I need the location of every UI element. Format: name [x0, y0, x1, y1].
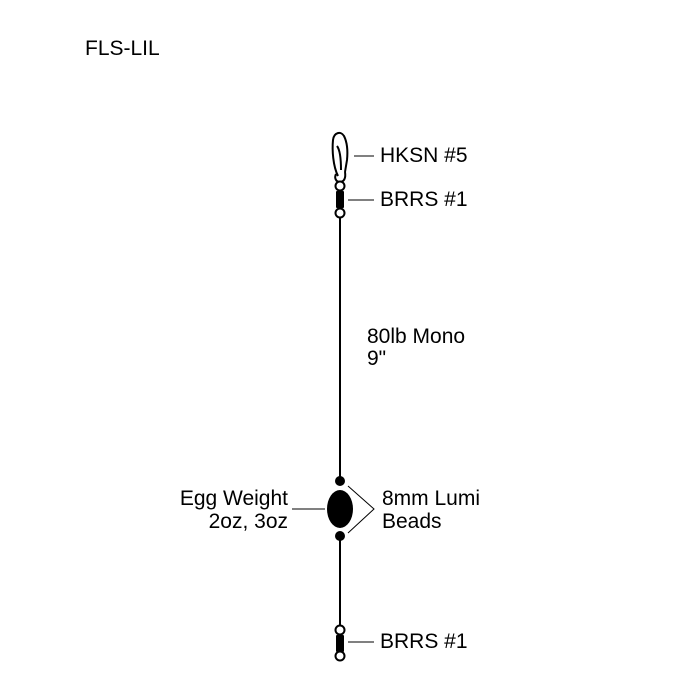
page-title: FLS-LIL — [85, 37, 160, 60]
bottom-swivel-label: BRRS #1 — [380, 630, 468, 653]
bead-icon-lower — [335, 531, 345, 541]
barrel-swivel-icon-bottom — [334, 624, 346, 662]
beads-label-1: 8mm Lumi — [382, 487, 481, 510]
snap-hook-icon — [331, 131, 349, 184]
top-swivel-label: BRRS #1 — [380, 188, 468, 211]
beads-label-2: Beads — [382, 510, 442, 533]
bead-icon-upper — [335, 476, 345, 486]
line-label-1: 80lb Mono — [367, 325, 466, 348]
weight-label-1: Egg Weight — [179, 487, 288, 510]
barrel-swivel-icon-top — [334, 180, 346, 219]
weight-label-2: 2oz, 3oz — [208, 510, 288, 533]
snap-label: HKSN #5 — [380, 144, 468, 167]
leader-beads — [347, 485, 375, 534]
line-label-2: 9" — [367, 347, 387, 370]
egg-weight-icon — [327, 490, 353, 528]
